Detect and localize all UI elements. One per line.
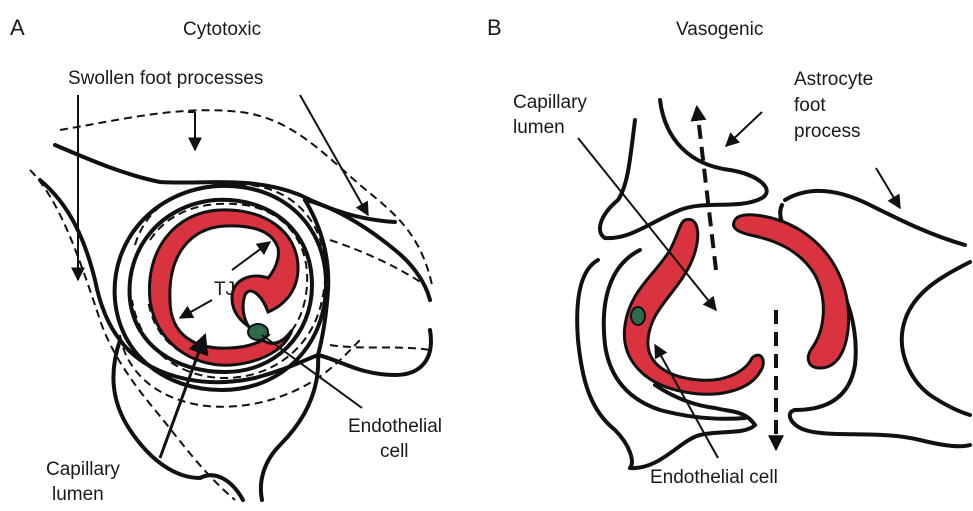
panel-b-letter: B (487, 15, 502, 40)
label-capillary-a-line1: Capillary (46, 459, 120, 480)
panel-b: B Vasogenic Cap (487, 15, 970, 488)
label-swollen-foot-processes: Swollen foot processes (68, 68, 263, 89)
flow-arrows (697, 108, 776, 448)
endothelial-cell-b (624, 215, 848, 394)
label-capillary-b-line1: Capillary (513, 92, 587, 113)
nucleus-b (631, 307, 645, 325)
swollen-foot-process-outlines (30, 110, 432, 500)
panel-a: A Cytotoxic (10, 15, 442, 505)
panel-b-title: Vasogenic (676, 19, 763, 40)
label-astrocyte-line2: foot (794, 95, 826, 116)
label-astrocyte-line3: process (794, 121, 861, 142)
label-endothelial-a-line2: cell (380, 441, 409, 462)
endothelium-left-band (624, 219, 763, 394)
label-capillary-a-line2: lumen (52, 484, 104, 505)
astrocyte-borders (40, 145, 431, 500)
panel-a-letter: A (10, 15, 25, 40)
panel-b-pointers (578, 112, 900, 458)
label-astrocyte-line1: Astrocyte (794, 69, 873, 90)
astrocyte-outlines-b (577, 100, 970, 468)
label-endothelial-b: Endothelial cell (650, 467, 778, 488)
label-endothelial-a-line1: Endothelial (348, 416, 442, 437)
endothelium-right-band (733, 215, 848, 368)
panel-a-title: Cytotoxic (183, 19, 261, 40)
label-tj: TJ (214, 279, 235, 300)
label-capillary-b-line2: lumen (513, 117, 565, 138)
